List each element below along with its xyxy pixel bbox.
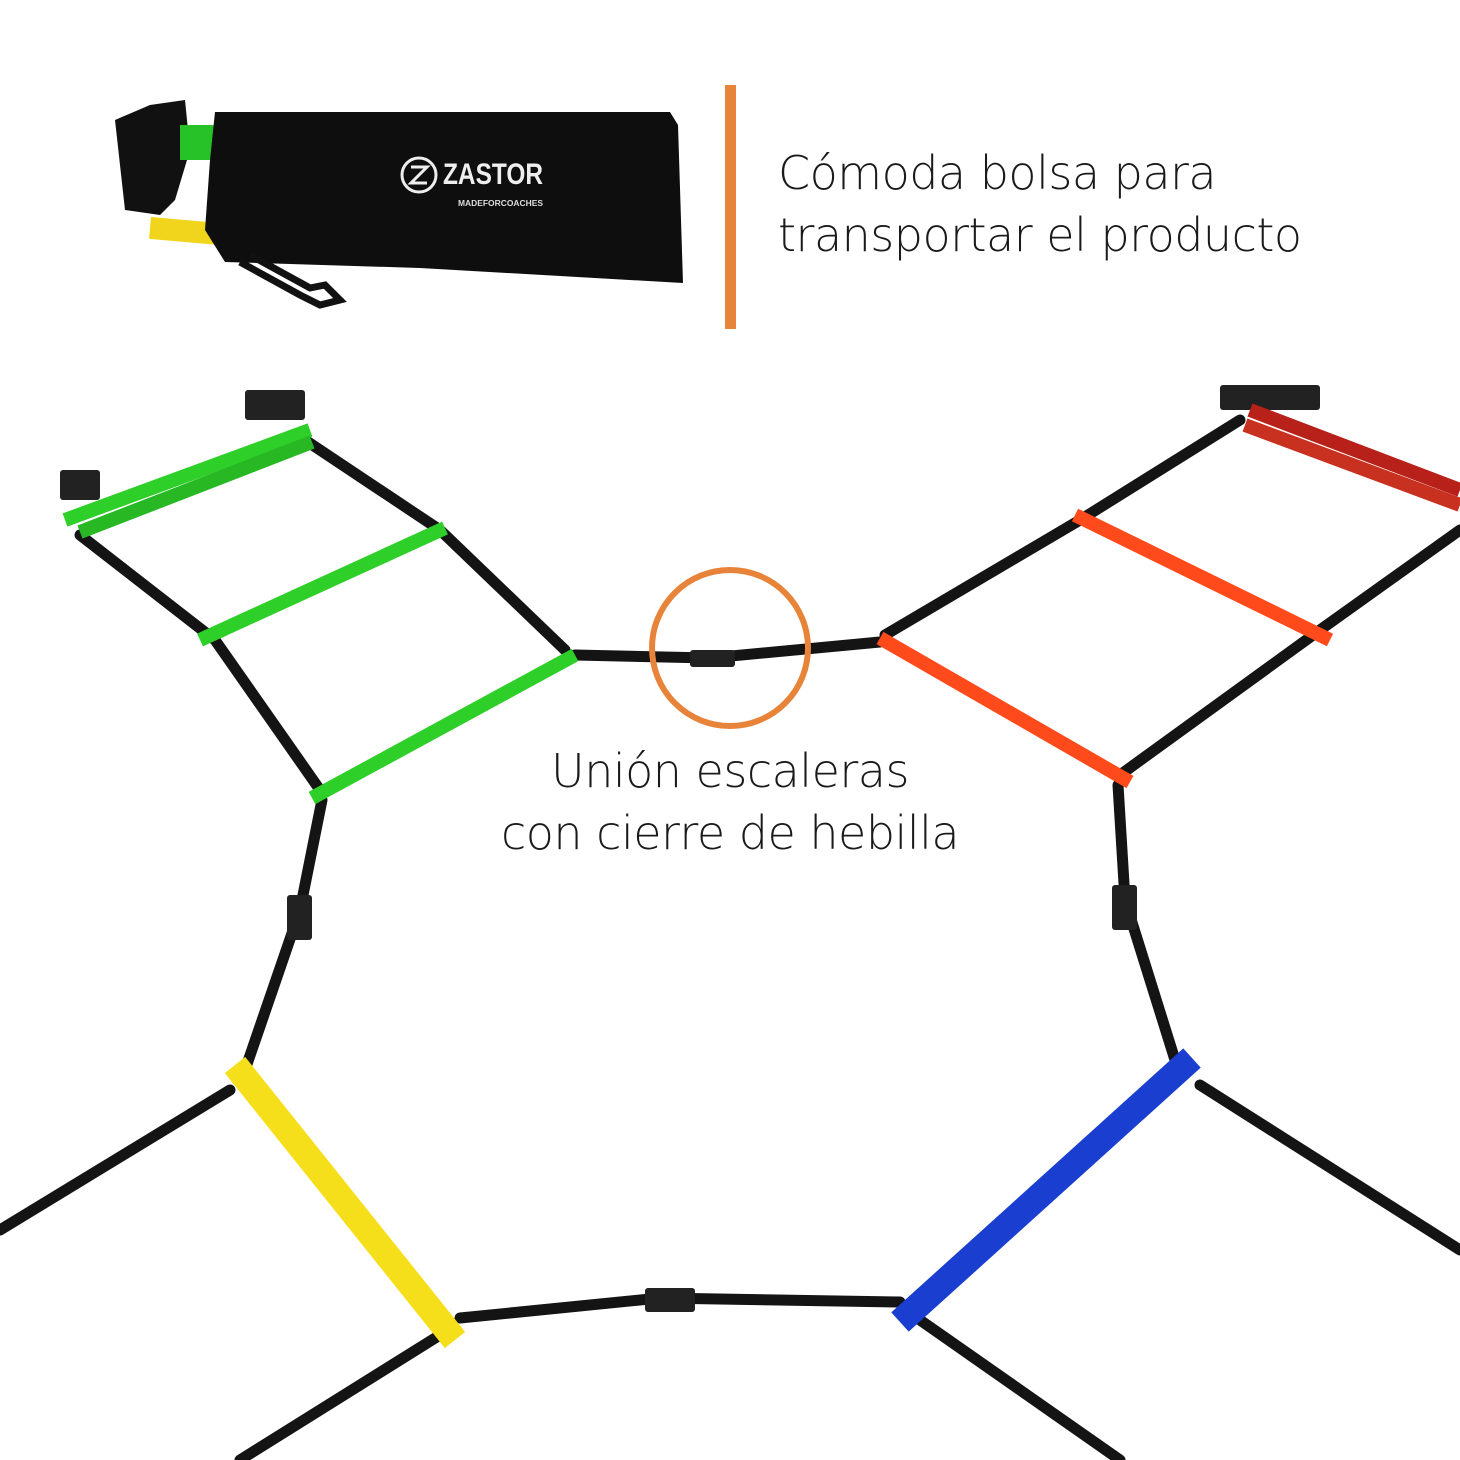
buckle-highlight-circle [649,567,811,729]
bag-caption-line2: transportar el producto [778,208,1302,262]
buckles [60,385,1320,1312]
ladder-straps [0,414,1460,1460]
brand-tagline-text: MADEFORCOACHES [458,199,544,208]
union-caption-line2: con cierre de hebilla [500,806,960,860]
bag-caption-line1: Cómoda bolsa para [778,146,1217,200]
ladder-rungs [62,403,1460,1349]
union-caption: Unión escaleras con cierre de hebilla [400,740,1060,864]
union-caption-line1: Unión escaleras [551,744,909,798]
section-divider [725,85,736,329]
brand-logo-text: ZASTOR [443,158,543,191]
carry-bag: ZASTOR MADEFORCOACHES [115,100,683,309]
zastor-logo: ZASTOR MADEFORCOACHES [400,156,544,208]
bag-caption: Cómoda bolsa para transportar el product… [778,142,1302,266]
